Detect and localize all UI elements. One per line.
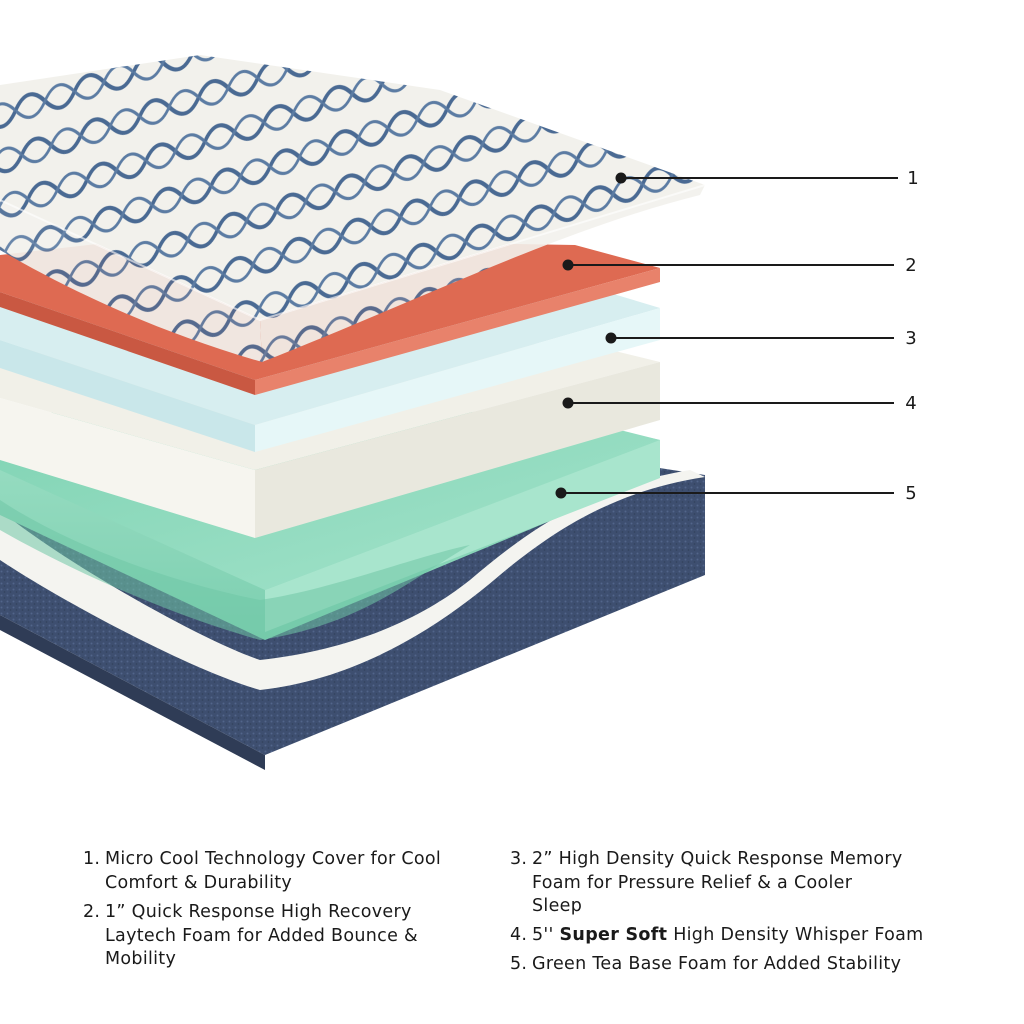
legend-number: 1. <box>83 849 101 869</box>
callout-line-3 <box>605 332 894 344</box>
callout-number-2: 2 <box>905 255 917 276</box>
legend-text: Micro Cool Technology Cover for Cool Com… <box>105 849 442 893</box>
cover-layer <box>0 55 706 362</box>
legend-number: 3. <box>510 849 528 869</box>
legend-item-5: 5. Green Tea Base Foam for Added Stabili… <box>510 953 950 977</box>
callout-number-4: 4 <box>905 393 917 414</box>
legend-number: 2. <box>83 902 101 922</box>
callout-line-2 <box>562 259 894 271</box>
mattress-layers-illustration <box>0 55 898 770</box>
legend-text: Green Tea Base Foam for Added Stability <box>532 954 902 974</box>
callout-number-1: 1 <box>907 168 919 189</box>
legend-text: 2” High Density Quick Response Memory Fo… <box>532 849 903 916</box>
callout-line-1 <box>615 172 898 184</box>
legend-item-1: 1. Micro Cool Technology Cover for Cool … <box>83 848 473 895</box>
legend-item-2: 2. 1” Quick Response High Recovery Layte… <box>83 901 443 972</box>
callout-line-4 <box>562 397 894 409</box>
legend-text: 1” Quick Response High Recovery Laytech … <box>105 902 418 969</box>
legend-number: 5. <box>510 954 528 974</box>
callout-line-5 <box>555 487 894 499</box>
legend-number: 4. <box>510 925 528 945</box>
callout-number-5: 5 <box>905 483 917 504</box>
legend-item-3: 3. 2” High Density Quick Response Memory… <box>510 848 905 919</box>
legend-text: 5'' Super Soft High Density Whisper Foam <box>532 925 924 945</box>
callout-number-3: 3 <box>905 328 917 349</box>
legend-bold-text: Super Soft <box>559 925 668 945</box>
legend-item-4: 4. 5'' Super Soft High Density Whisper F… <box>510 924 950 948</box>
